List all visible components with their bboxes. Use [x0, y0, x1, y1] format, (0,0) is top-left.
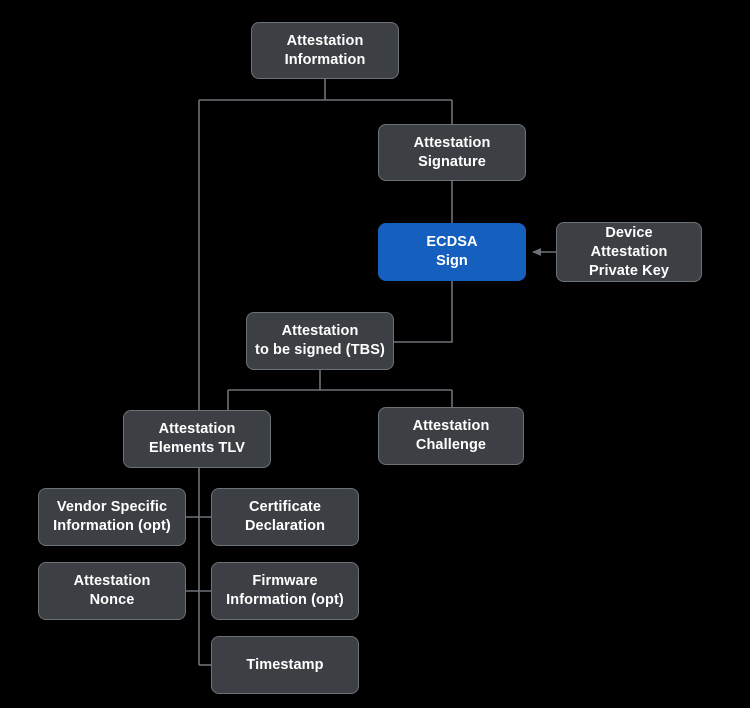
node-label: Timestamp: [246, 656, 324, 673]
node-label: Attestation Challenge: [412, 418, 490, 453]
node-label: Vendor Specific Information (opt): [53, 499, 171, 534]
node-firmware-information[interactable]: Firmware Information (opt): [211, 562, 359, 620]
node-label: Attestation Nonce: [73, 573, 151, 608]
node-label: Attestation to be signed (TBS): [255, 323, 385, 358]
node-label: Attestation Information: [284, 32, 366, 68]
node-attestation-elements-tlv[interactable]: Attestation Elements TLV: [123, 410, 271, 468]
node-vendor-specific-information[interactable]: Vendor Specific Information (opt): [38, 488, 186, 546]
node-attestation-information[interactable]: Attestation Information: [251, 22, 399, 79]
edge-edge-ecdsa-to-tbs: [394, 281, 453, 343]
node-ecdsa-sign[interactable]: ECDSA Sign: [378, 223, 526, 281]
node-label: ECDSA Sign: [426, 234, 478, 269]
node-label: Firmware Information (opt): [226, 573, 344, 608]
node-attestation-nonce[interactable]: Attestation Nonce: [38, 562, 186, 620]
node-certificate-declaration[interactable]: Certificate Declaration: [211, 488, 359, 546]
node-label: Attestation Elements TLV: [148, 421, 245, 456]
node-label: Device Attestation Private Key: [588, 224, 670, 279]
node-device-attestation-private-key[interactable]: Device Attestation Private Key: [556, 222, 702, 282]
node-attestation-to-be-signed[interactable]: Attestation to be signed (TBS): [246, 312, 394, 370]
node-timestamp[interactable]: Timestamp: [211, 636, 359, 694]
node-attestation-signature[interactable]: Attestation Signature: [378, 124, 526, 181]
node-label: Certificate Declaration: [244, 499, 326, 534]
node-attestation-challenge[interactable]: Attestation Challenge: [378, 407, 524, 465]
node-label: Attestation Signature: [413, 134, 491, 170]
